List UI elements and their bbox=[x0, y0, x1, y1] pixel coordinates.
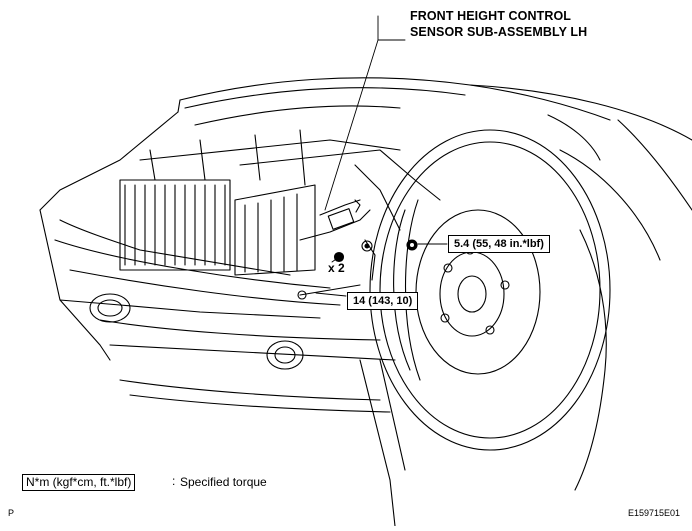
grille-structure bbox=[39, 129, 401, 361]
figure-code: E159715E01 bbox=[628, 508, 681, 518]
fender-outline bbox=[469, 84, 692, 491]
fastener-bolts bbox=[333, 240, 373, 263]
quantity-label: x 2 bbox=[328, 261, 345, 275]
legend-description: Specified torque bbox=[180, 475, 267, 489]
page-letter: P bbox=[8, 508, 15, 518]
brake-disc bbox=[369, 129, 611, 451]
height-sensor-linkage bbox=[239, 149, 441, 300]
leader-lines bbox=[315, 15, 448, 297]
legend-separator: : bbox=[172, 474, 176, 488]
bumper-lower bbox=[89, 293, 406, 527]
torque-callout-bolt: 14 (143, 10) bbox=[347, 292, 419, 310]
torque-callout-nut: 5.4 (55, 48 in.*lbf) bbox=[448, 235, 550, 253]
fastener-nut bbox=[406, 239, 418, 251]
component-title-line1: FRONT HEIGHT CONTROL bbox=[410, 9, 572, 23]
hood-outline bbox=[39, 77, 611, 211]
torque-legend-units: N*m (kgf*cm, ft.*lbf) bbox=[22, 474, 136, 491]
component-title-line2: SENSOR SUB-ASSEMBLY LH bbox=[410, 25, 588, 39]
